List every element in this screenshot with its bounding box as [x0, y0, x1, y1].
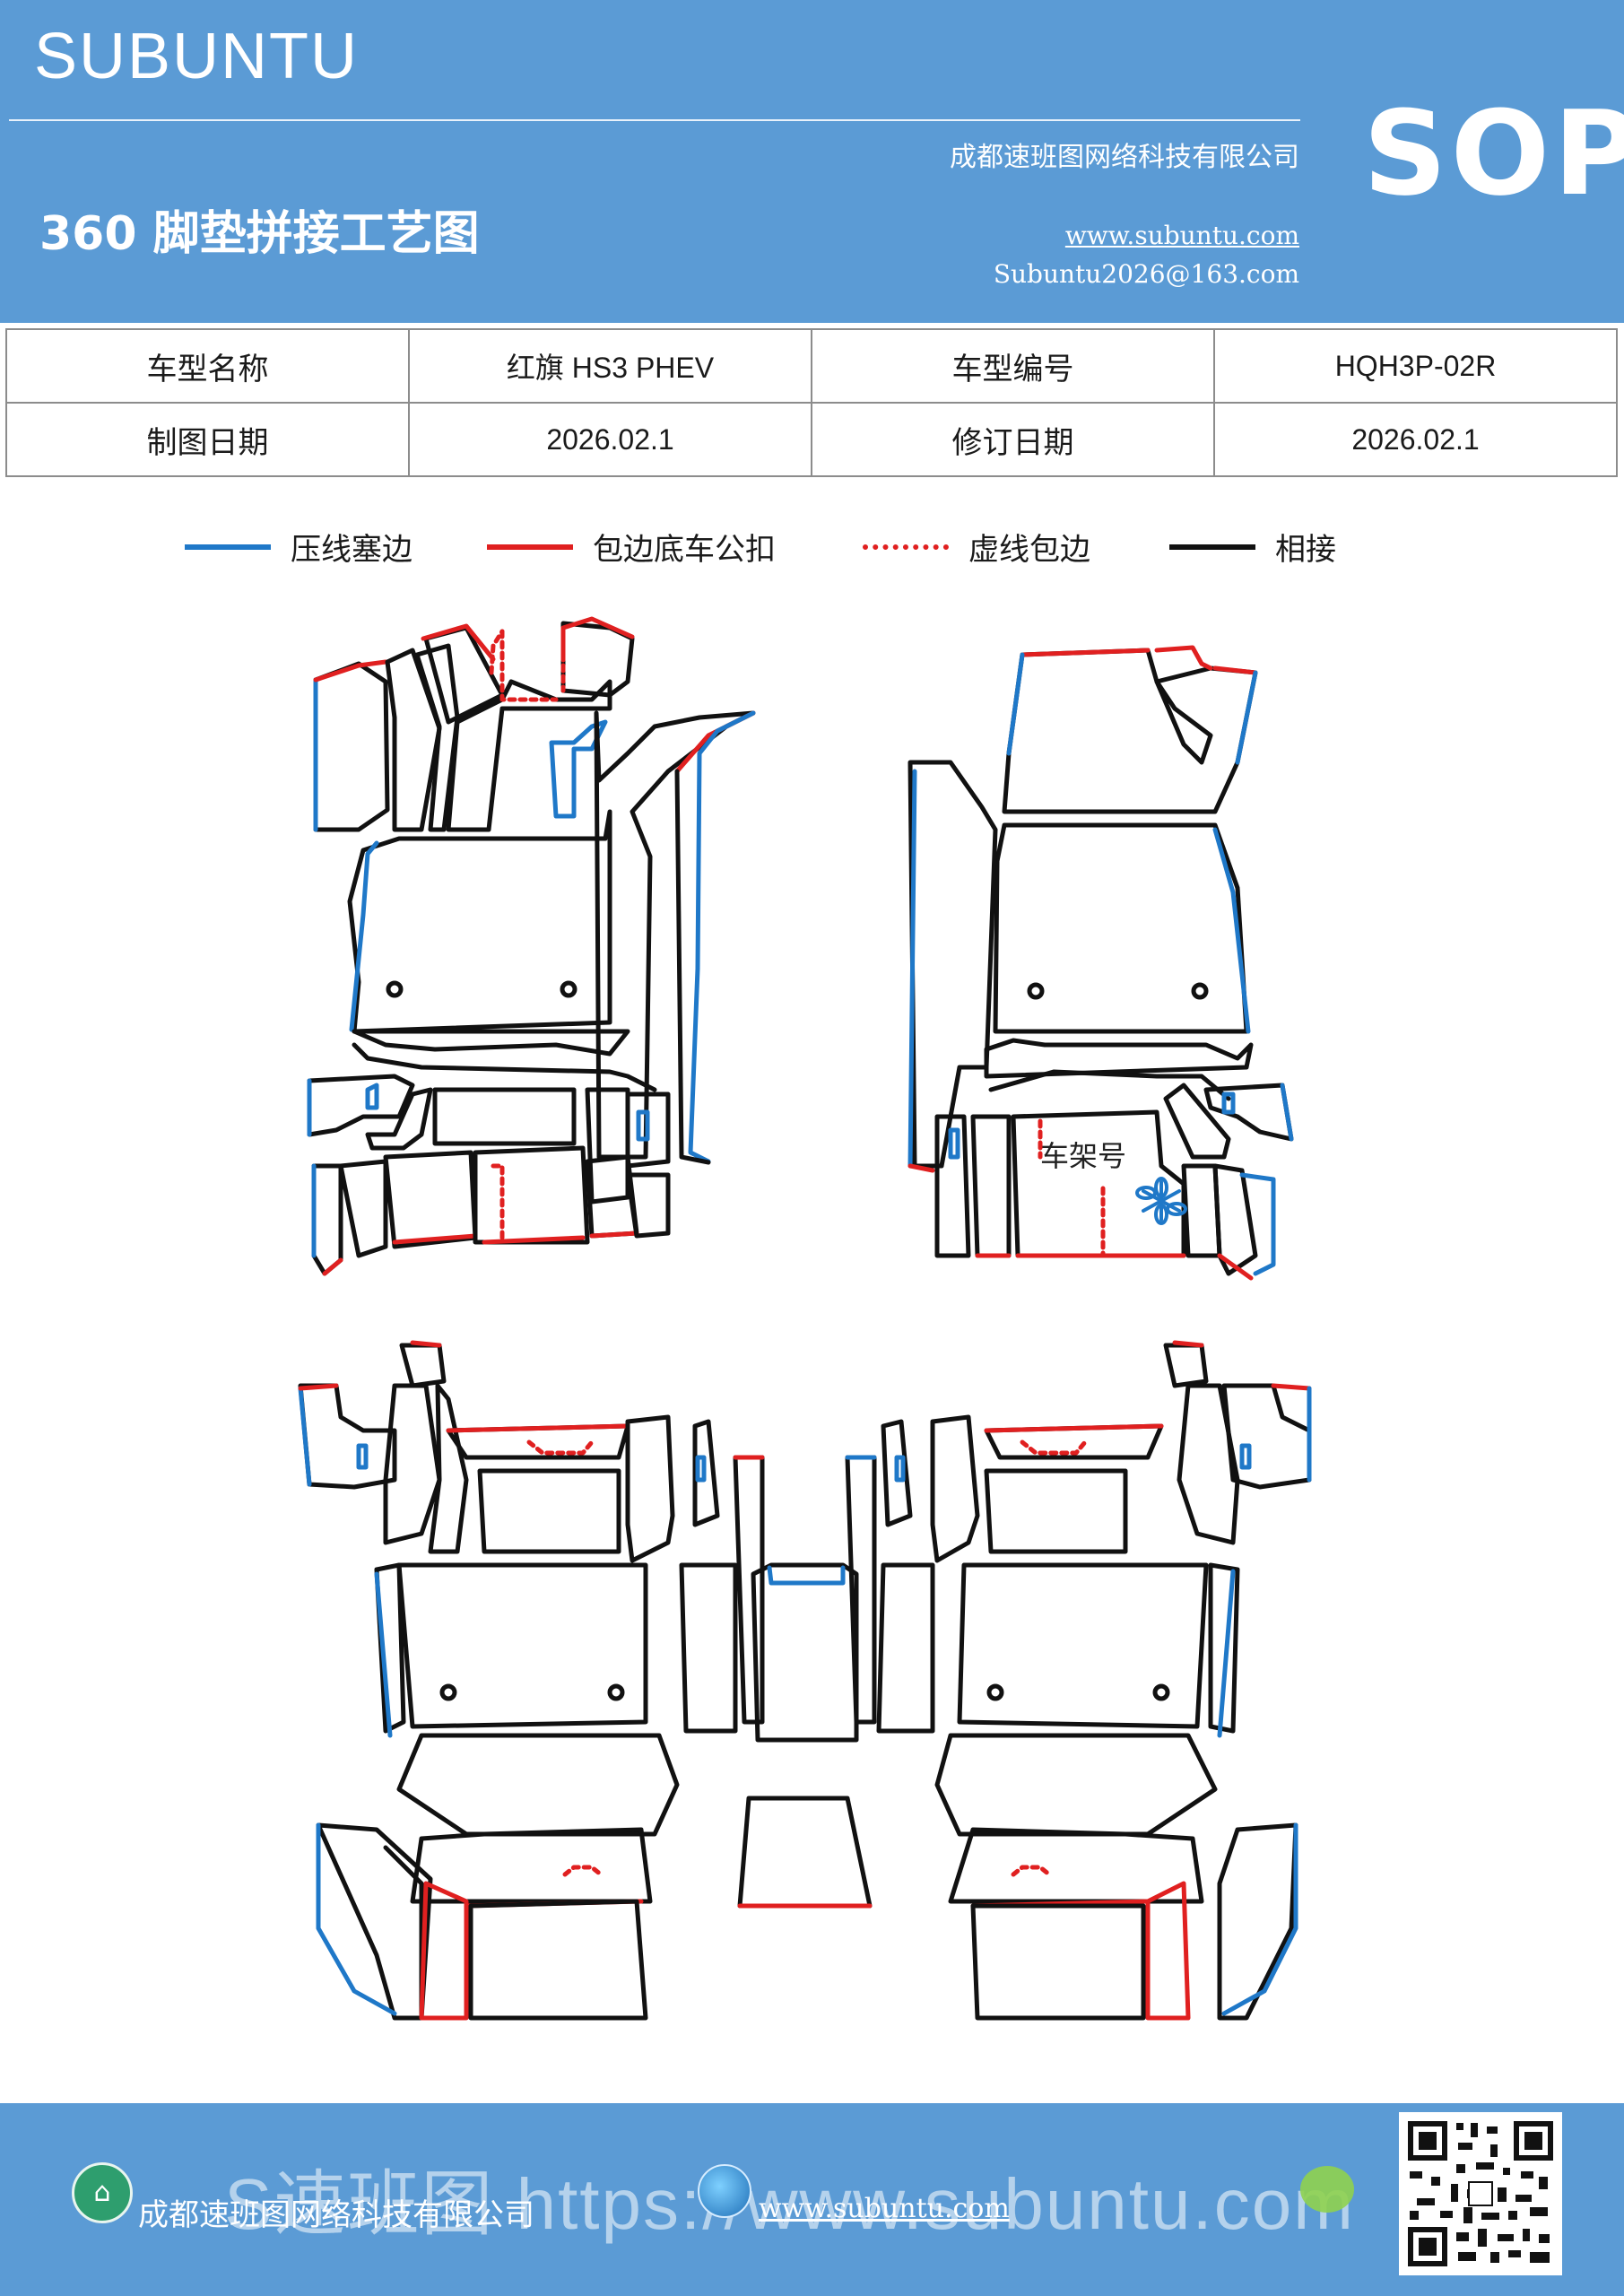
legend-label: 包边底车公扣	[593, 532, 776, 568]
line-legend: 压线塞边 包边底车公扣 虚线包边 相接	[0, 525, 1624, 578]
building-icon: ⌂	[72, 2162, 133, 2223]
legend-swatch	[487, 544, 573, 550]
legend-item-edge-buckle: 包边底车公扣	[487, 525, 776, 569]
header-divider	[9, 119, 1300, 121]
legend-item-dotted-edge: 虚线包边	[863, 525, 1090, 569]
revision-date-value: 2026.02.1	[1213, 402, 1618, 477]
vehicle-info-table: 车型名称 红旗 HS3 PHEV 车型编号 HQH3P-02R 制图日期 202…	[5, 328, 1618, 477]
vin-label: 车架号	[1040, 1139, 1126, 1173]
legend-swatch	[863, 544, 949, 550]
drawing-date-label: 制图日期	[5, 402, 410, 477]
mat-group-rear-right	[845, 1340, 1312, 2021]
mat-group-rear-center	[737, 1562, 873, 1909]
footer-banner: ⌂ S速班图 https://www.subuntu.com 成都速班图网络科技…	[0, 2103, 1624, 2296]
watermark-text: S速班图 https://www.subuntu.com	[224, 2164, 1355, 2244]
legend-item-press-line: 压线塞边	[185, 525, 413, 569]
website-link[interactable]: www.subuntu.com	[1064, 221, 1299, 250]
model-name-label: 车型名称	[5, 328, 410, 404]
revision-date-label: 修订日期	[811, 402, 1215, 477]
qr-code-icon[interactable]	[1399, 2112, 1562, 2275]
wechat-icon[interactable]	[1300, 2166, 1354, 2213]
legend-label: 压线塞边	[291, 532, 413, 568]
legend-swatch	[185, 544, 271, 550]
floor-mat-diagram: 车架号	[298, 616, 1312, 2021]
brand-logo: SUBUNTU	[34, 21, 360, 92]
footer-company: 成都速班图网络科技有限公司	[138, 2197, 534, 2233]
legend-label: 相接	[1275, 532, 1336, 568]
legend-label: 虚线包边	[968, 532, 1090, 568]
globe-icon	[698, 2164, 751, 2218]
company-name: 成都速班图网络科技有限公司	[950, 142, 1299, 173]
email-address[interactable]: Subuntu2026@163.com	[993, 259, 1299, 289]
legend-swatch	[1169, 544, 1255, 550]
header-banner: SUBUNTU 成都速班图网络科技有限公司 360 脚垫拼接工艺图 www.su…	[0, 0, 1624, 323]
table-row: 制图日期 2026.02.1 修订日期 2026.02.1	[5, 402, 1618, 477]
legend-item-joint: 相接	[1169, 525, 1336, 569]
snowflake-icon	[1135, 1177, 1187, 1225]
model-code-label: 车型编号	[811, 328, 1215, 404]
mat-group-rear-left	[298, 1340, 765, 2021]
model-name-value: 红旗 HS3 PHEV	[408, 328, 812, 404]
sop-badge: SOP	[1363, 85, 1624, 222]
mat-group-front-right	[908, 645, 1294, 1281]
document-title: 360 脚垫拼接工艺图	[39, 207, 480, 261]
model-code-value: HQH3P-02R	[1213, 328, 1618, 404]
footer-website-link[interactable]: www.subuntu.com	[759, 2193, 1010, 2224]
drawing-date-value: 2026.02.1	[408, 402, 812, 477]
mat-group-front-left	[307, 616, 756, 1276]
table-row: 车型名称 红旗 HS3 PHEV 车型编号 HQH3P-02R	[5, 328, 1618, 404]
